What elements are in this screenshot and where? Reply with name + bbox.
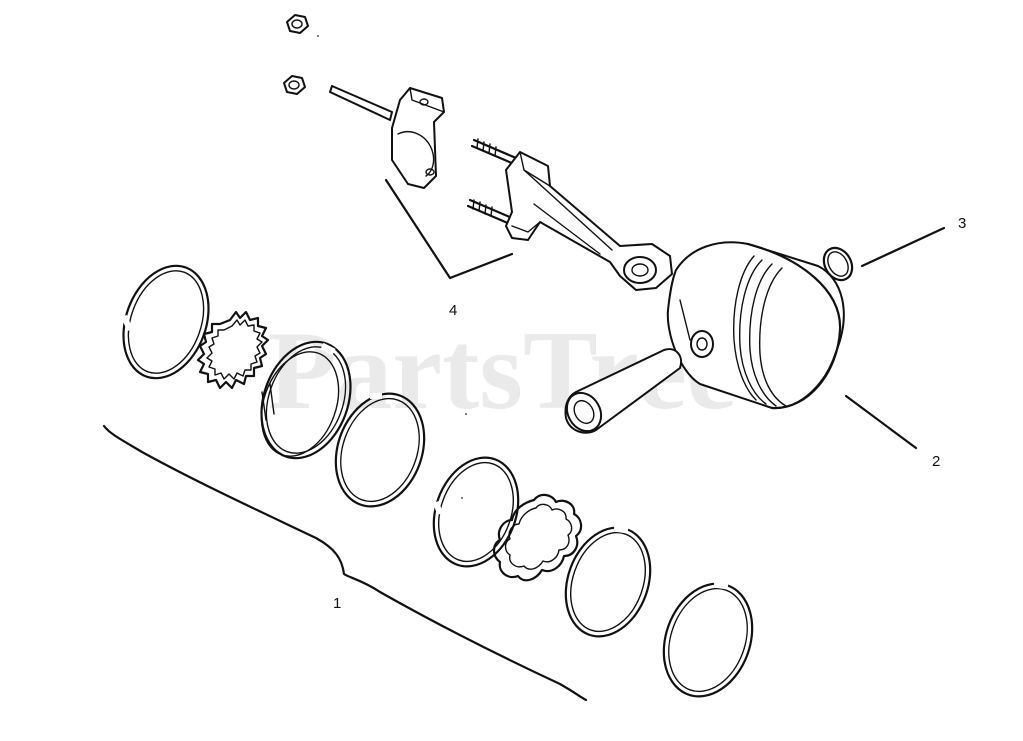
callout-2-label: 2 — [932, 453, 940, 470]
oil-ring-rail-2 — [564, 524, 652, 638]
retaining-ring[interactable] — [818, 243, 858, 285]
piston-pin[interactable] — [560, 348, 682, 437]
compression-ring-second-2 — [662, 580, 754, 698]
speck — [465, 413, 467, 415]
speck — [317, 35, 319, 37]
callout-4-label: 4 — [449, 302, 457, 319]
nut-upper[interactable] — [286, 14, 309, 34]
callout-4-leader — [384, 178, 514, 280]
oil-ring-expander — [196, 310, 270, 390]
connecting-rod[interactable] — [466, 138, 673, 291]
oil-ring-rail — [260, 340, 352, 460]
piston-ring-set-standard[interactable] — [109, 254, 440, 519]
piston[interactable] — [666, 241, 845, 410]
oil-ring-expander-2 — [492, 493, 583, 582]
callout-1-brace — [102, 424, 588, 702]
piston-ring-set-oversize[interactable] — [419, 446, 767, 709]
callout-3-label: 3 — [958, 215, 966, 232]
compression-ring-second — [334, 392, 426, 508]
speck — [461, 497, 463, 499]
callout-3-leader — [860, 226, 946, 268]
callout-2-leader — [844, 394, 918, 450]
callout-1-label: 1 — [333, 595, 341, 612]
connecting-rod-cap[interactable] — [329, 85, 445, 189]
compression-ring-top — [121, 264, 210, 380]
nut-lower[interactable] — [283, 75, 306, 95]
